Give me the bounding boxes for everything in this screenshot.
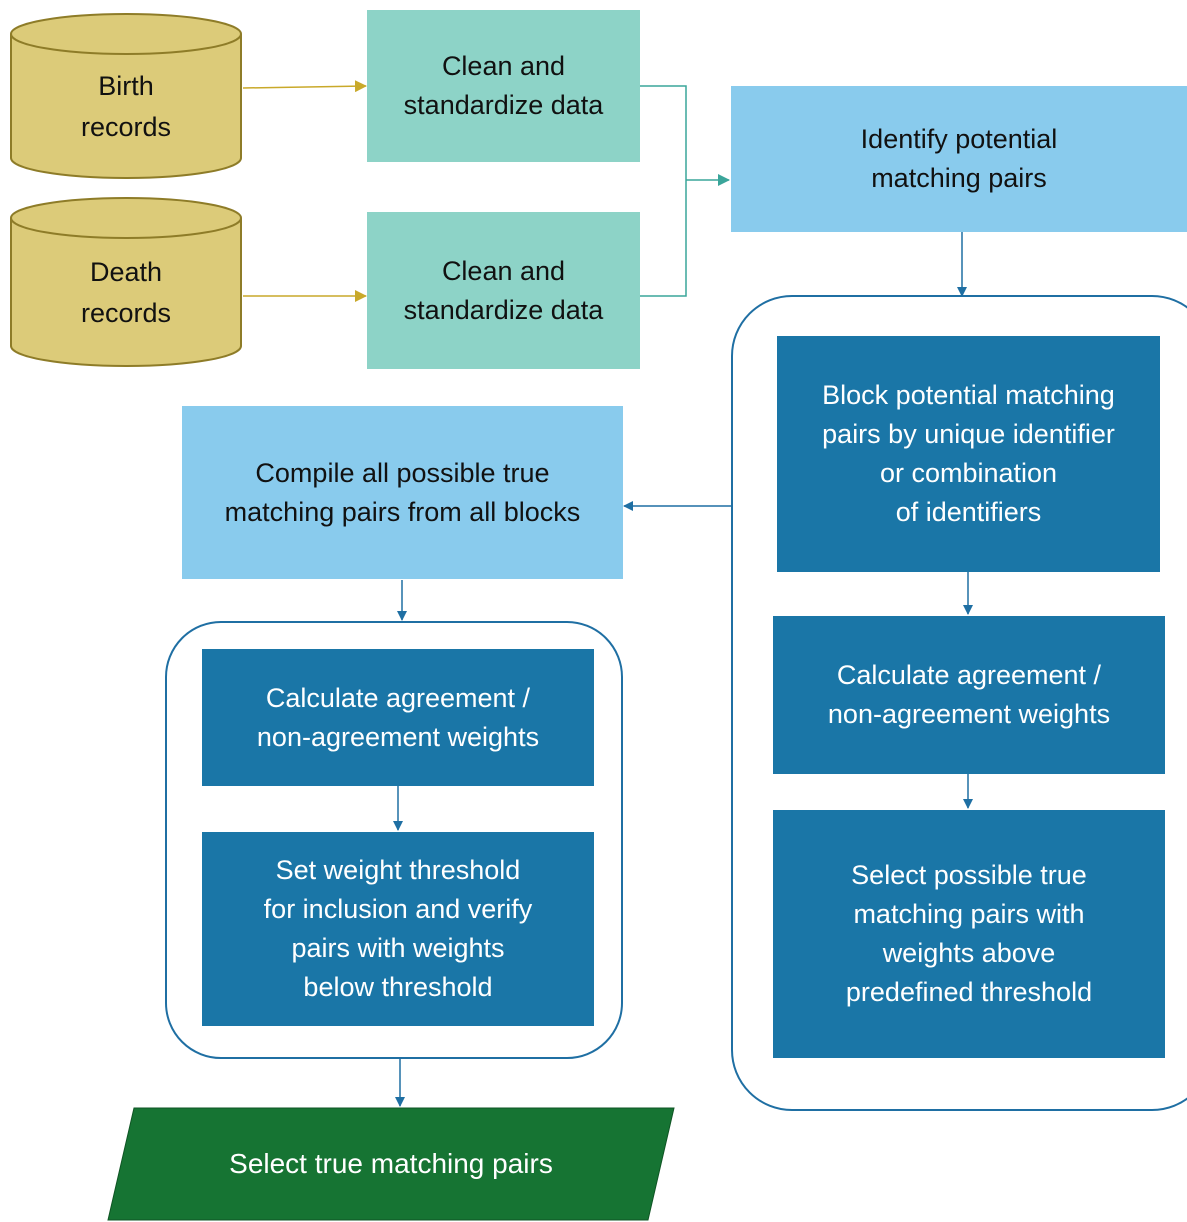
- compile-pairs-box: Compile all possible true matching pairs…: [182, 406, 623, 579]
- right-group-container: [731, 295, 1187, 1111]
- select-possible-pairs-label: Select possible true matching pairs with…: [845, 860, 1093, 1007]
- select-true-pairs-label: Select true matching pairs: [229, 1148, 553, 1179]
- clean-standardize-box-birth: Clean and standardize data: [367, 10, 640, 162]
- arrow-birth-to-clean: [242, 80, 367, 93]
- right-calc-weights-box: Calculate agreement / non-agreement weig…: [773, 616, 1165, 774]
- clean-standardize-label: Clean and standardize data: [403, 255, 604, 325]
- left-calc-weights-box: Calculate agreement / non-agreement weig…: [202, 649, 594, 786]
- clean-standardize-box-death: Clean and standardize data: [367, 212, 640, 369]
- weight-threshold-box: Set weight threshold for inclusion and v…: [202, 832, 594, 1026]
- identify-pairs-box: Identify potential matching pairs: [731, 86, 1187, 232]
- weight-threshold-label: Set weight threshold for inclusion and v…: [263, 855, 533, 1002]
- death-records-database: [10, 197, 242, 367]
- block-pairs-label: Block potential matching pairs by unique…: [822, 380, 1115, 527]
- left-group-container: [165, 621, 623, 1059]
- block-pairs-box: Block potential matching pairs by unique…: [777, 336, 1160, 572]
- death-records-label: Death records: [80, 257, 172, 328]
- compile-pairs-label: Compile all possible true matching pairs…: [224, 457, 581, 527]
- birth-records-database: [10, 13, 242, 179]
- final-parallelogram: [107, 1107, 675, 1221]
- select-possible-pairs-box: Select possible true matching pairs with…: [773, 810, 1165, 1058]
- connector-clean-to-identify: [640, 85, 687, 297]
- birth-records-label: Birth records: [80, 71, 172, 142]
- select-true-pairs-box: Select true matching pairs: [108, 1108, 674, 1220]
- left-calc-weights-label: Calculate agreement / non-agreement weig…: [256, 682, 540, 752]
- right-calc-weights-label: Calculate agreement / non-agreement weig…: [827, 660, 1111, 729]
- identify-pairs-label: Identify potential matching pairs: [860, 124, 1058, 193]
- clean-standardize-label: Clean and standardize data: [403, 51, 604, 120]
